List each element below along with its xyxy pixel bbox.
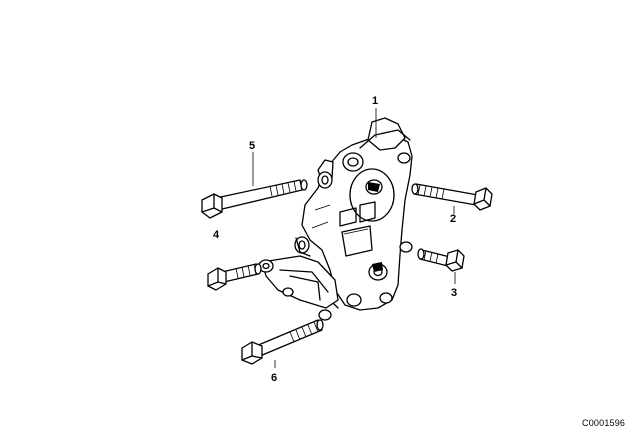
leader-lines	[252, 108, 456, 368]
callout-1: 1	[372, 95, 379, 107]
bolt-2	[411, 183, 493, 211]
callout-3: 3	[451, 287, 458, 299]
callout-5: 5	[249, 140, 256, 152]
callout-4: 4	[213, 229, 220, 241]
callout-2: 2	[450, 213, 457, 225]
bolt-5-long	[201, 179, 308, 219]
callout-6: 6	[271, 372, 278, 384]
support-arm	[258, 236, 339, 321]
bolt-6-long	[241, 319, 324, 365]
part-1-bracket	[301, 117, 413, 311]
catalog-number: C0001596	[582, 418, 626, 428]
bolt-4	[207, 263, 262, 291]
bolt-3	[417, 248, 465, 272]
